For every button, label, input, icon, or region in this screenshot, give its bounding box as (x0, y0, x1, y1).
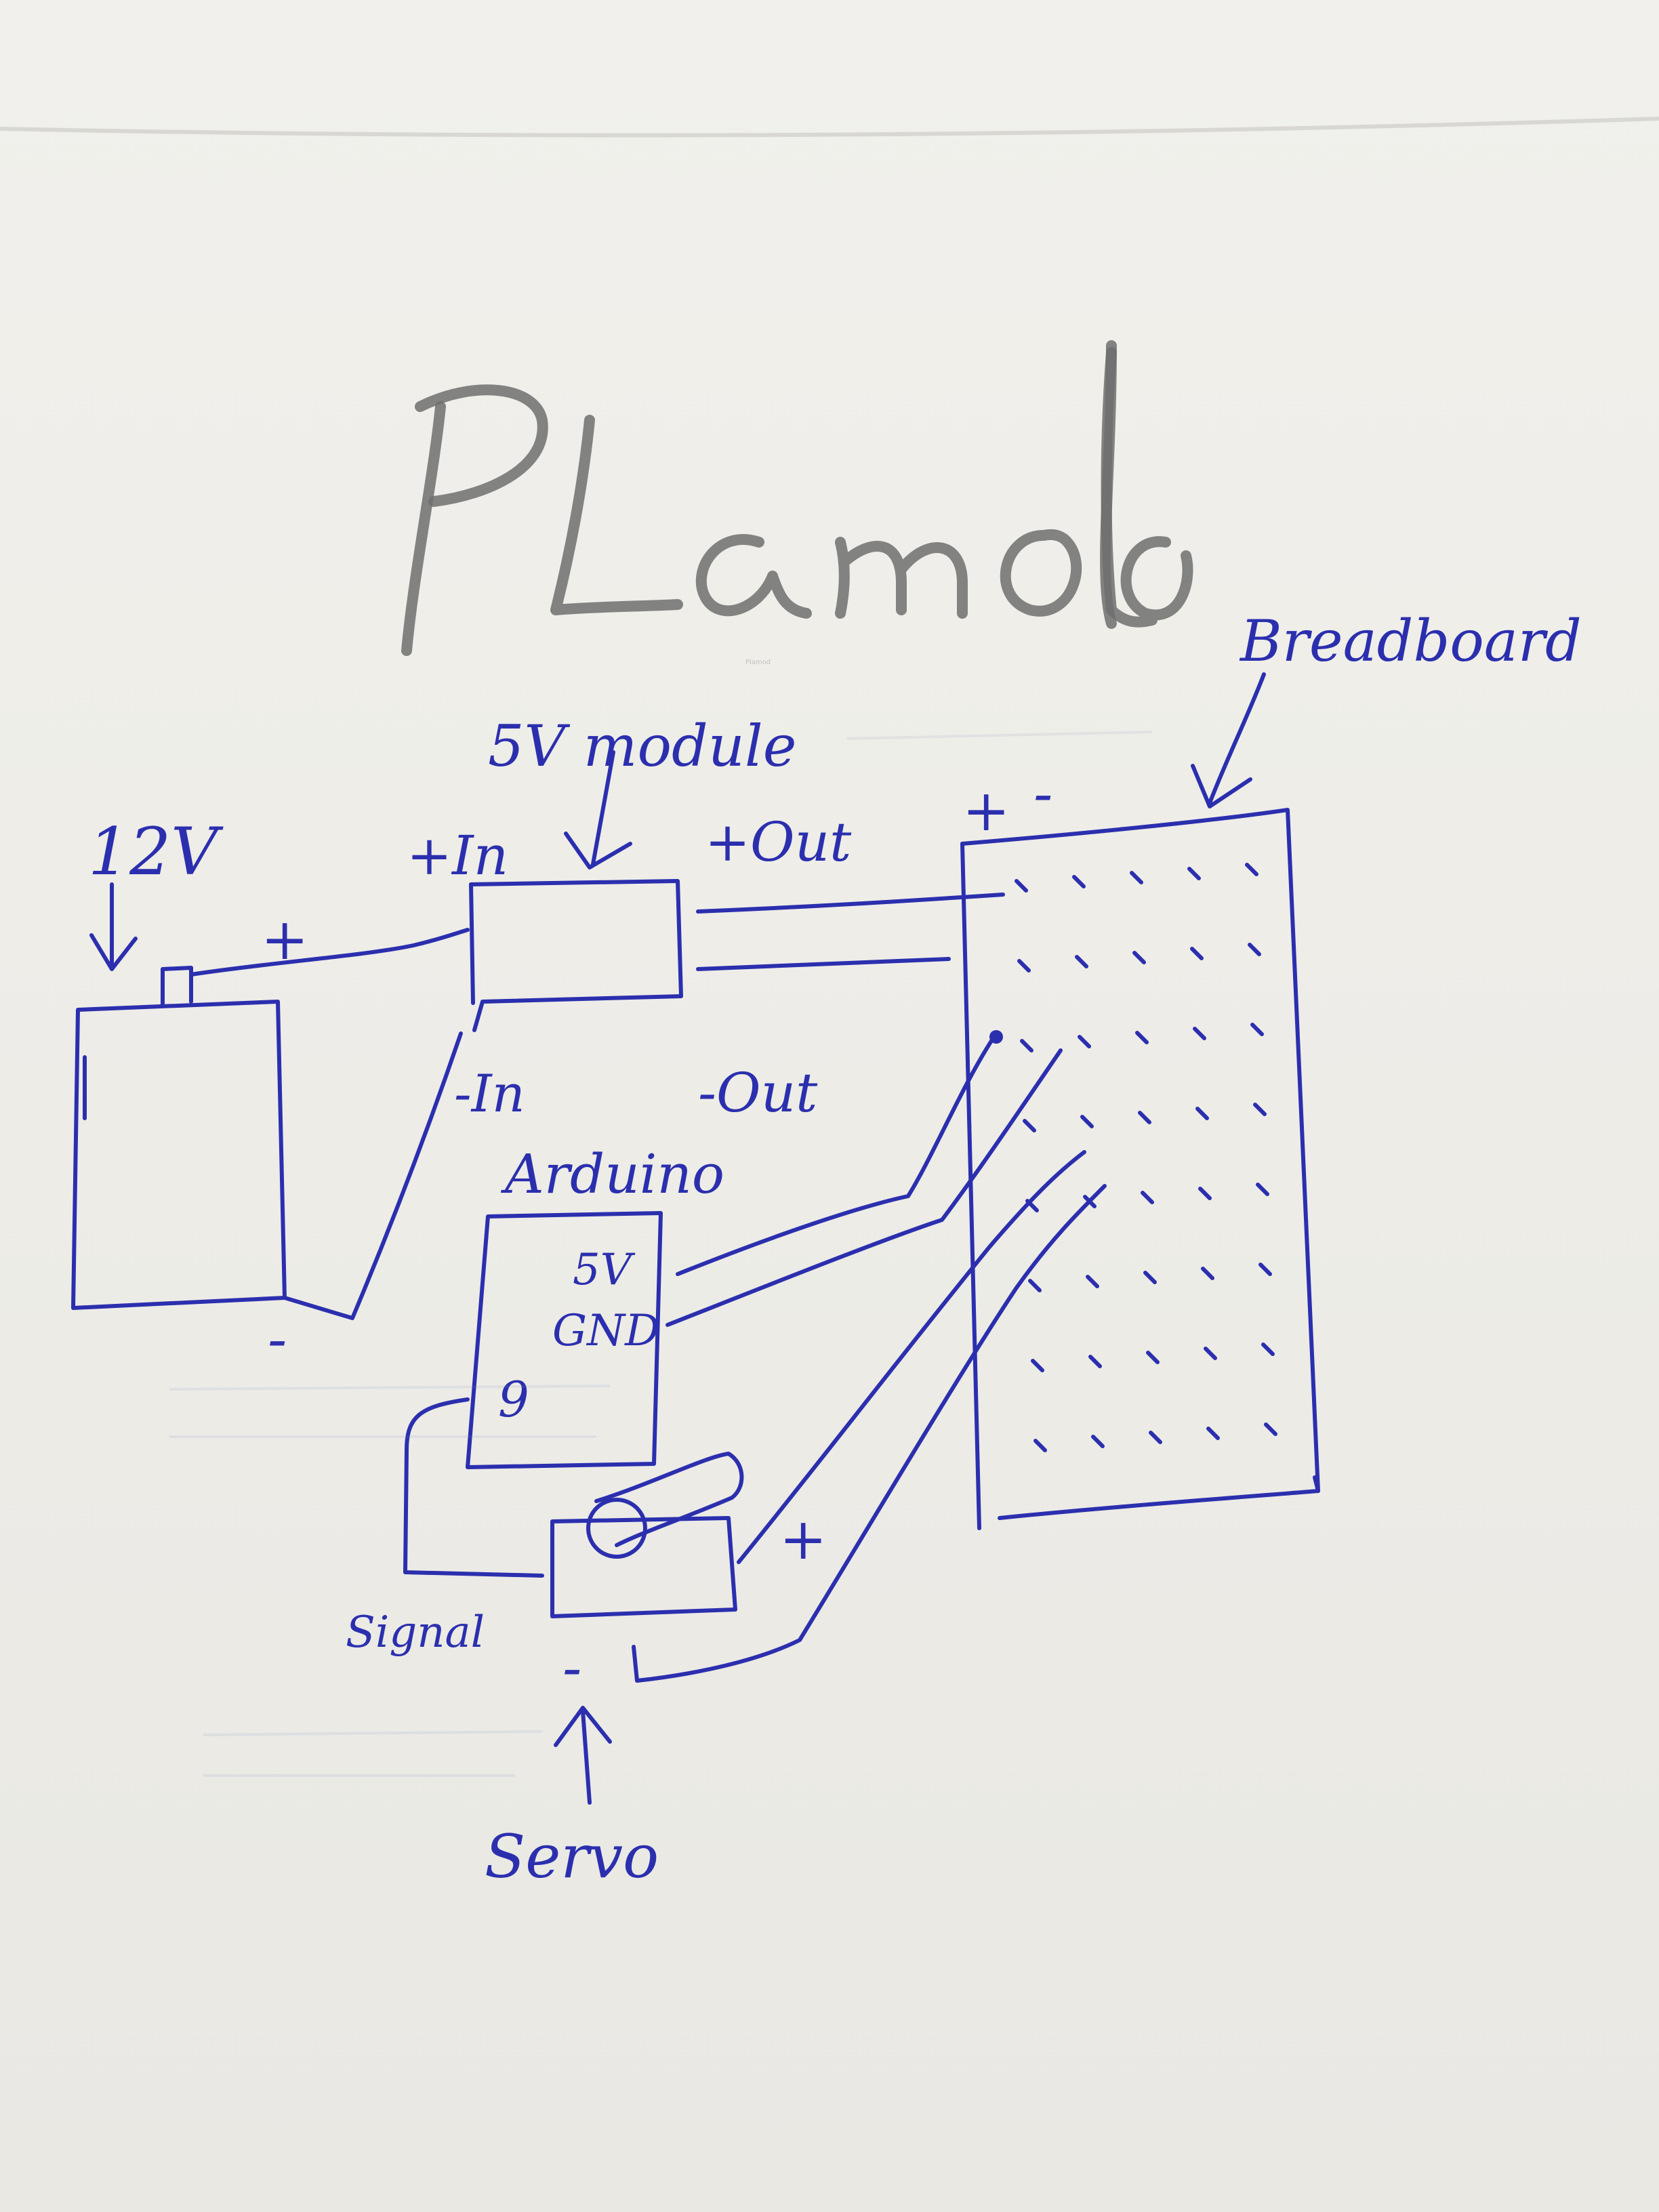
breadboard-hole (1138, 1111, 1151, 1124)
breadboard-hole (1253, 1103, 1267, 1116)
wire-module-minus-out (696, 957, 951, 971)
arduino-gnd-label: GND (552, 1306, 659, 1356)
breadboard-hole (1023, 1119, 1036, 1132)
servo-arrow (554, 1706, 612, 1805)
wire-servo-plus (737, 1150, 1086, 1564)
breadboard-hole (1193, 1027, 1206, 1040)
servo-signal-label: Signal (346, 1607, 485, 1658)
wire-servo-minus (632, 1184, 1107, 1683)
title-handwriting (401, 340, 1193, 656)
battery-voltage-label: 12V (88, 814, 224, 890)
arduino-board (466, 1211, 663, 1469)
battery-arrow (89, 882, 138, 971)
breadboard-hole (1201, 1267, 1214, 1280)
breadboard-hole (1080, 1115, 1094, 1128)
breadboard-hole (1020, 1039, 1033, 1052)
module-arrow (564, 750, 632, 869)
wire-signal (403, 1397, 544, 1578)
breadboard-hole (1141, 1191, 1154, 1204)
breadboard-hole (1086, 1275, 1099, 1288)
breadboard-hole (1075, 955, 1088, 968)
breadboard-name-label: Breadboard (1239, 608, 1582, 674)
breadboard-hole (1195, 1107, 1209, 1120)
breadboard-hole (1146, 1351, 1160, 1364)
servo-body (550, 1516, 737, 1618)
breadboard-hole (1245, 863, 1258, 876)
module-minus-in-label: -In (454, 1063, 525, 1124)
breadboard-hole (1261, 1343, 1275, 1356)
wire-arduino-gnd (665, 1048, 1063, 1327)
servo-minus-label: - (562, 1635, 581, 1701)
breadboard-hole (1250, 1023, 1264, 1036)
module-name-label: 5V module (488, 713, 796, 779)
breadboard-minus-label: - (1033, 760, 1052, 827)
breadboard-hole (1190, 947, 1204, 960)
breadboard-hole (1132, 951, 1146, 964)
breadboard-hole (1072, 875, 1086, 888)
wire-battery-minus (283, 1031, 463, 1320)
breadboard-hole (1135, 1031, 1149, 1044)
breadboard (960, 808, 1320, 1530)
breadboard-hole (1206, 1427, 1220, 1440)
servo-plus-label: + (779, 1506, 827, 1572)
paper-fold (0, 117, 1659, 138)
5v-module (469, 879, 683, 1032)
bleed-through (169, 731, 1153, 1777)
breadboard-holes (1015, 863, 1277, 1452)
breadboard-hole (1091, 1435, 1105, 1448)
breadboard-hole (1017, 959, 1031, 972)
breadboard-hole (1258, 1263, 1272, 1276)
battery-12v (71, 966, 287, 1310)
arduino-pin9-label: 9 (498, 1371, 529, 1428)
module-minus-out-label: -Out (698, 1061, 818, 1124)
breadboard-hole (1264, 1422, 1277, 1436)
module-plus-out-label: +Out (705, 811, 852, 874)
breadboard-hole (1204, 1347, 1217, 1360)
breadboard-arrow (1191, 672, 1266, 808)
breadboard-hole (1149, 1431, 1162, 1444)
title-text: Plamod (745, 659, 771, 666)
ink-dot (989, 1030, 1003, 1044)
wire-arduino-5v (676, 1031, 998, 1276)
breadboard-hole (1078, 1035, 1091, 1048)
breadboard-hole (1130, 871, 1143, 884)
breadboard-hole (1256, 1183, 1269, 1196)
breadboard-hole (1143, 1271, 1157, 1284)
module-plus-in-label: +In (407, 824, 508, 887)
breadboard-hole (1033, 1439, 1047, 1452)
servo-horn (586, 1452, 744, 1559)
servo-name-label: Servo (485, 1822, 659, 1891)
wire-battery-plus (189, 928, 470, 977)
breadboard-hole (1088, 1355, 1102, 1368)
breadboard-hole (1031, 1359, 1044, 1372)
arduino-name-label: Arduino (500, 1143, 724, 1206)
breadboard-hole (1187, 867, 1201, 880)
breadboard-hole (1198, 1187, 1212, 1200)
battery-minus-label: - (268, 1306, 287, 1372)
breadboard-hole (1028, 1279, 1042, 1292)
wire-module-plus-out (696, 893, 1005, 914)
arduino-5v-label: 5V (573, 1245, 636, 1295)
breadboard-hole (1248, 943, 1261, 956)
breadboard-hole (1015, 879, 1028, 893)
breadboard-plus-label: + (962, 777, 1010, 844)
